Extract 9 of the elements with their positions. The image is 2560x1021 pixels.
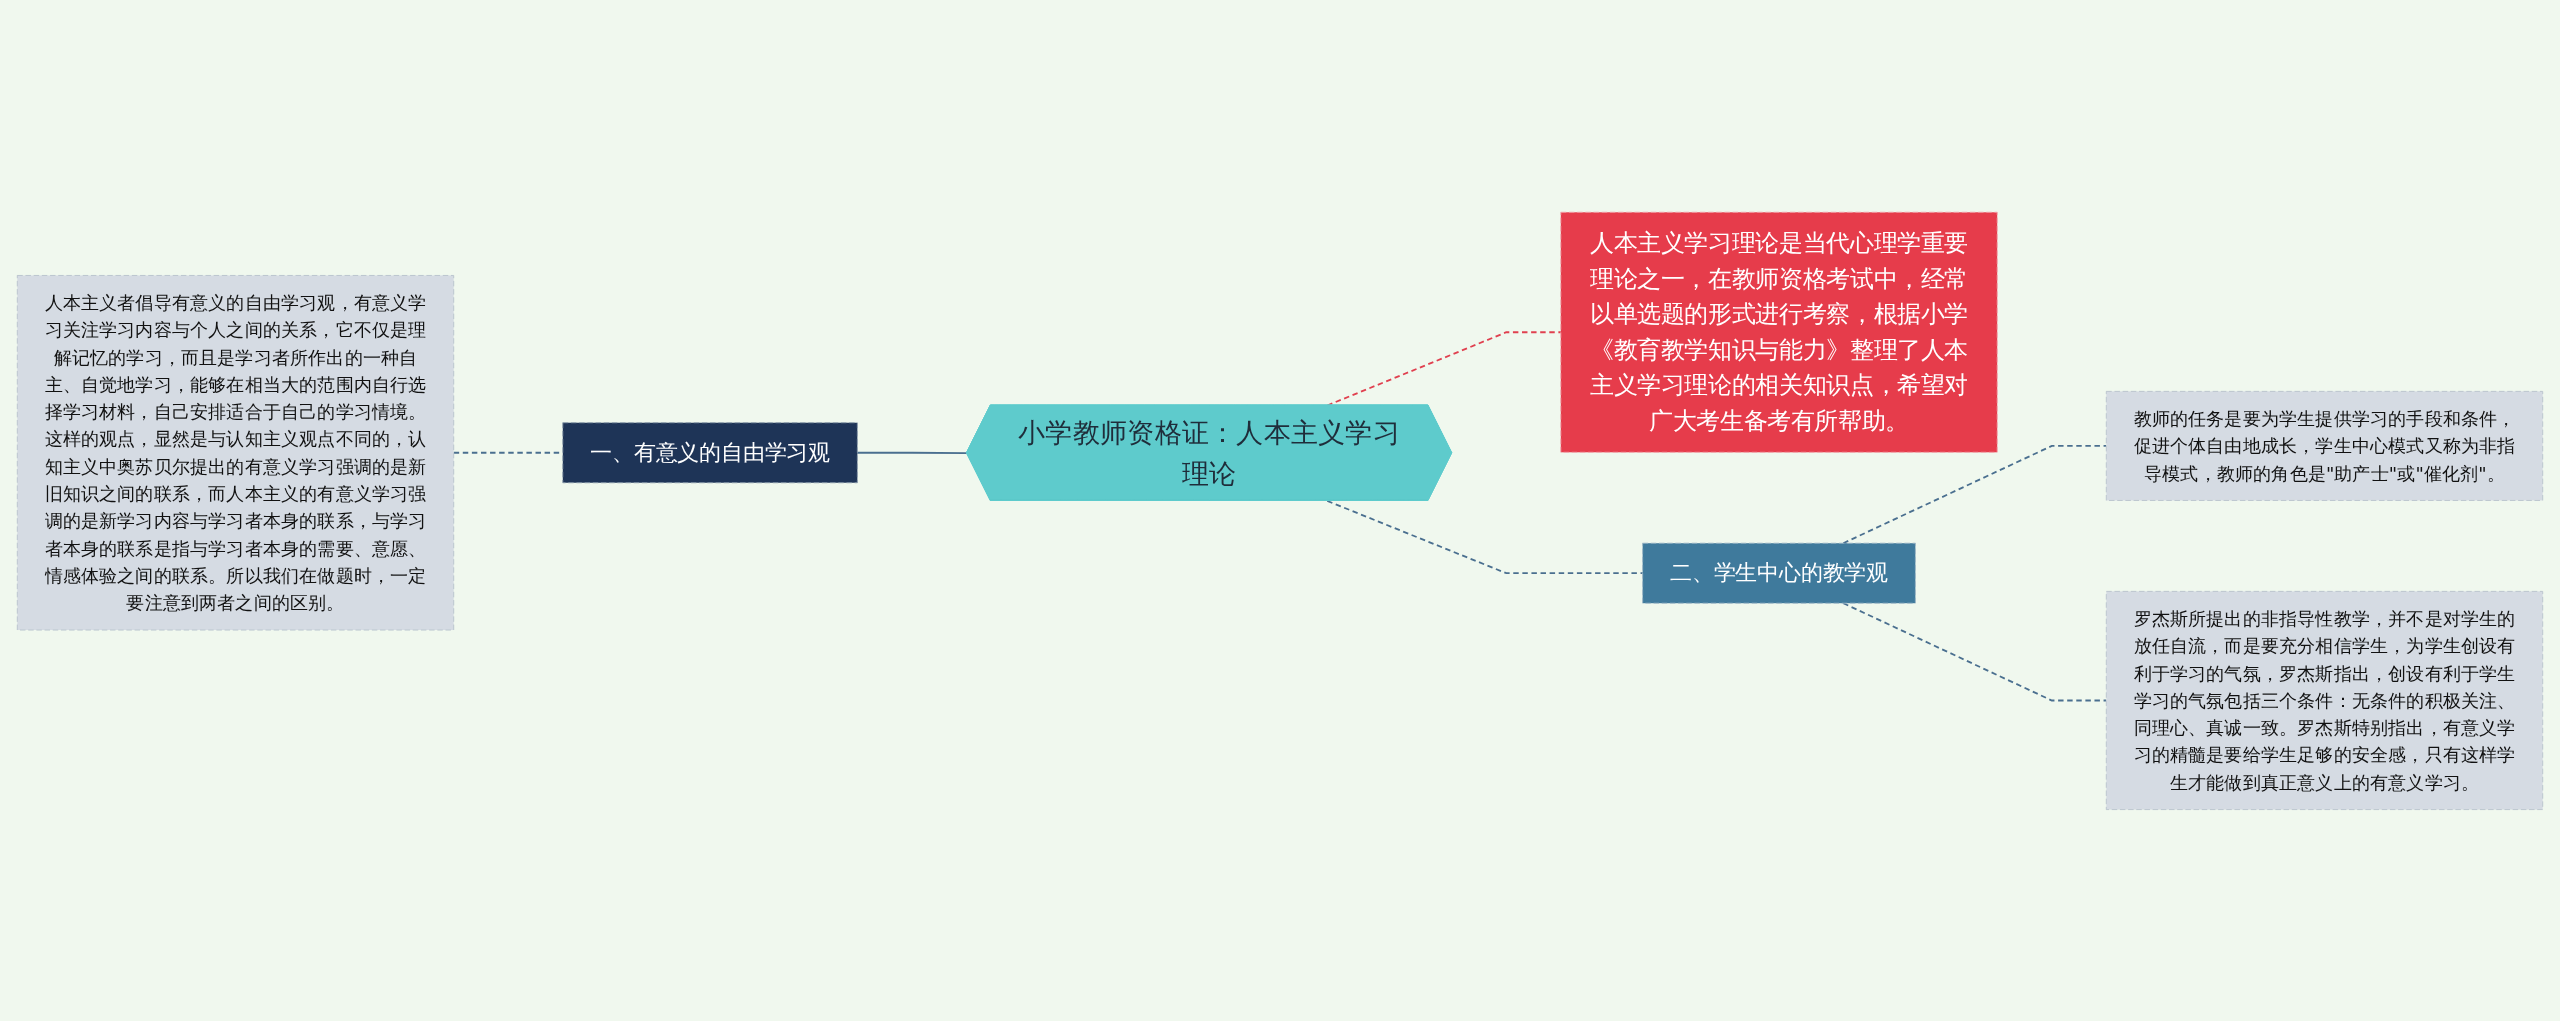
node-box: 一、有意义的自由学习观 <box>562 421 858 483</box>
connector <box>1842 601 2108 701</box>
node-box: 罗杰斯所提出的非指导性教学，并不是对学生的放任自流，而是要充分相信学生，为学生创设有利于学习的气氛，罗杰斯指出，创设有利于学生学习的气氛包括三个条件：无条件的积极关注、同理心、真诚一致。罗杰斯特别指出，有意义学习的精髓是要给学生足够的安全感，只有这样学生才能做到真正意义上的有意义学习。 <box>2105 590 2544 810</box>
connector <box>856 451 968 454</box>
node-box: 人本主义者倡导有意义的自由学习观，有意义学习关注学习内容与个人之间的关系，它不仅是理解记忆的学习，而且是学习者所作出的一种自主、自觉地学习，能够在相当大的范围内自行选择学习材料，自己安排适合于自己的学习情境。这样的观点，显然是与认知主义观点不同的，认知主义中奥苏贝尔提出的有意义学习强调的是新旧知识之间的联系，而人本主义的有意义学习强调的是新学习内容与学习者本身的联系，与学习者本身的联系是指与学习者本身的需要、意愿、情感体验之间的联系。所以我们在做题时，一定要注意到两者之间的区别。 <box>16 274 455 631</box>
node-box: 人本主义学习理论是当代心理学重要理论之一，在教师资格考试中，经常以单选题的形式进行考察，根据小学《教育教学知识与能力》整理了人本主义学习理论的相关知识点，希望对广大考生备考有所帮助。 <box>1560 211 1998 453</box>
node-box: 教师的任务是要为学生提供学习的手段和条件，促进个体自由地成长，学生中心模式又称为非指导模式，教师的角色是"助产士"或"催化剂"。 <box>2105 390 2544 501</box>
connector <box>1326 499 1644 574</box>
node-box: 二、学生中心的教学观 <box>1642 542 1916 604</box>
